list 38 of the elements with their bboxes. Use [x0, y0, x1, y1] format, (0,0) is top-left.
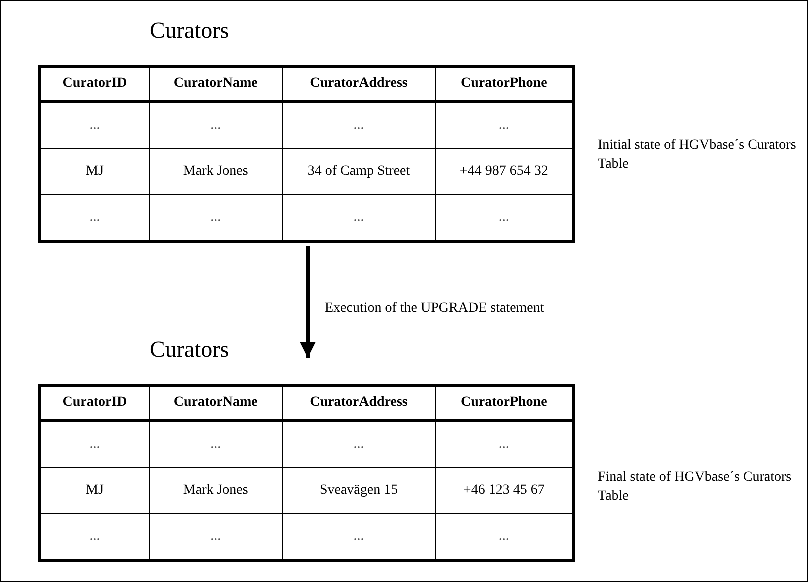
column-header: CuratorID: [62, 76, 128, 91]
table-value: ...: [90, 118, 100, 132]
arrow: [300, 246, 316, 358]
table-value: ...: [354, 528, 364, 544]
table-value: ...: [90, 528, 100, 544]
table-value: Sveavägen 15: [320, 482, 398, 498]
table-value: ...: [354, 210, 364, 224]
table-value: ...: [354, 118, 364, 132]
table-value: ...: [90, 436, 100, 452]
column-header: CuratorName: [174, 76, 258, 91]
table-value: +46 123 45 67: [463, 482, 545, 498]
table-value: 34 of Camp Street: [308, 164, 410, 178]
column-header: CuratorPhone: [460, 76, 548, 91]
table-value: MJ: [86, 164, 104, 178]
table-value: ...: [210, 528, 222, 544]
column-header: CuratorID: [62, 395, 128, 410]
table-title: Curators: [150, 18, 230, 44]
column-header: CuratorAddress: [310, 76, 408, 91]
column-header: CuratorName: [174, 395, 258, 410]
column-header: CuratorPhone: [460, 395, 548, 410]
table-value: ...: [210, 118, 222, 132]
table-value: Mark Jones: [183, 482, 248, 498]
table-value: ...: [90, 210, 100, 224]
table-value: ...: [498, 528, 510, 544]
table-value: ...: [210, 436, 222, 452]
table-value: ...: [498, 118, 510, 132]
table-value: MJ: [86, 482, 104, 498]
table-value: ...: [498, 436, 510, 452]
column-header: CuratorAddress: [310, 395, 408, 410]
table-value: +44 987 654 32: [460, 164, 548, 178]
table-value: Mark Jones: [183, 164, 248, 178]
table-value: ...: [354, 436, 364, 452]
state-caption: Final state of HGVbase´s Curators Table: [598, 469, 793, 506]
table-value: ...: [498, 210, 510, 224]
table-value: ...: [210, 210, 222, 224]
edge-label: Execution of the UPGRADE statement: [325, 301, 544, 317]
state-caption: Initial state of HGVbase´s Curators Table: [598, 137, 798, 174]
table-title: Curators: [150, 337, 230, 363]
